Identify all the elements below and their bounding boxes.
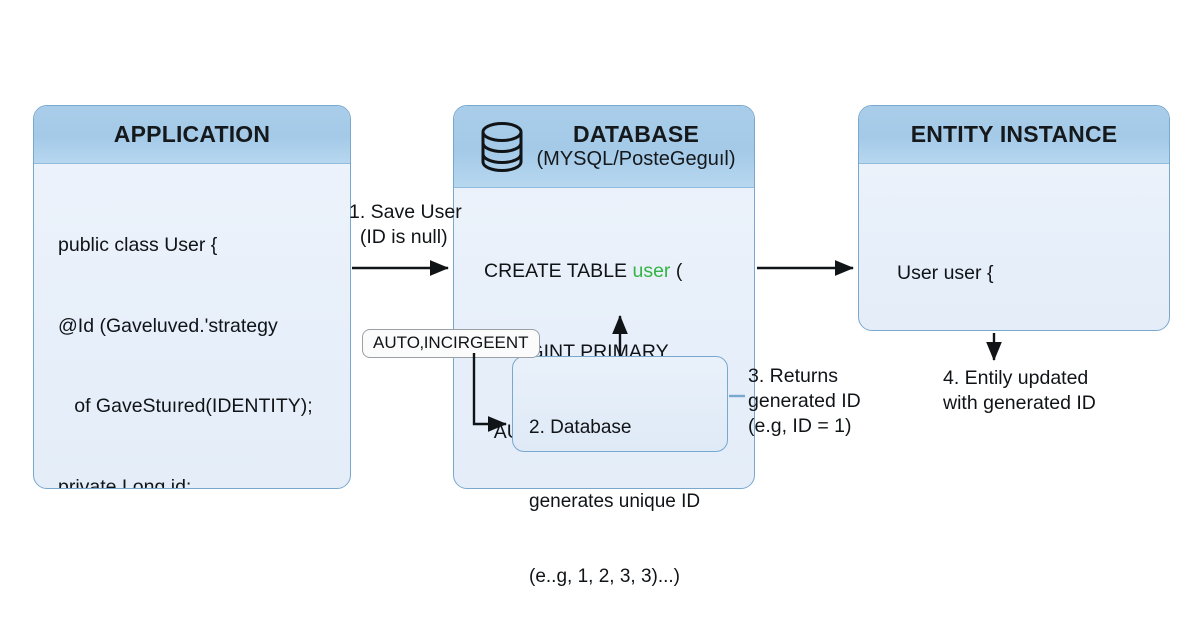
- entity-title: ENTITY INSTANCE: [910, 121, 1118, 148]
- application-panel: APPLICATION public class User { @Id (Gav…: [33, 105, 351, 489]
- db-sql-line-0: CREATE TABLE user (: [484, 258, 734, 285]
- inner-note-line-2: (e..g, 1, 2, 3, 3)...): [529, 565, 681, 587]
- step-3-label: 3. Returns generated ID (e.g, ID = 1): [748, 365, 861, 437]
- database-header-text: DATABASE (MYSQL/PosteGeguıl): [537, 122, 736, 171]
- application-title: APPLICATION: [113, 121, 271, 148]
- step-4-label: 4. Entily updated with generated ID: [943, 367, 1096, 414]
- inner-note-line-1: generates unique ID: [529, 491, 701, 513]
- database-title: DATABASE: [573, 120, 699, 147]
- sql-open-paren: (: [670, 259, 683, 282]
- sql-table-name: user: [632, 259, 671, 282]
- database-subtitle: (MYSQL/PosteGeguıl): [536, 148, 736, 171]
- app-code-line-2: of GaveStuıred(IDENTITY);: [58, 395, 313, 418]
- application-code-top: public class User { @Id (Gaveluved.'stra…: [34, 164, 350, 489]
- application-header: APPLICATION: [34, 106, 350, 164]
- entity-header: ENTITY INSTANCE: [859, 106, 1169, 164]
- inner-note-line-0: 2. Database: [529, 417, 632, 439]
- step-1-label: 1. Save User (ID is null): [349, 201, 462, 248]
- auto-increment-pill: AUTO‚INCIRGEENT: [362, 329, 540, 358]
- app-code-line-1: @Id (Gaveluved.'strategy: [58, 314, 278, 337]
- entity-code-block: User user { id = 1L; name = "Alisce"}: [859, 164, 1169, 330]
- app-code-line-3: private Long id;: [58, 475, 192, 489]
- entity-instance-panel: ENTITY INSTANCE User user { id = 1L; nam…: [858, 105, 1170, 331]
- database-generates-id-note: 2. Database generates unique ID (e..g, 1…: [512, 356, 728, 587]
- entity-code-line-0: User user {: [897, 261, 994, 284]
- app-code-line-0: public class User {: [58, 233, 218, 256]
- database-header: DATABASE (MYSQL/PosteGeguıl): [454, 106, 754, 188]
- database-cylinder-icon: [481, 121, 523, 172]
- sql-create-table: CREATE TABLE: [484, 259, 633, 282]
